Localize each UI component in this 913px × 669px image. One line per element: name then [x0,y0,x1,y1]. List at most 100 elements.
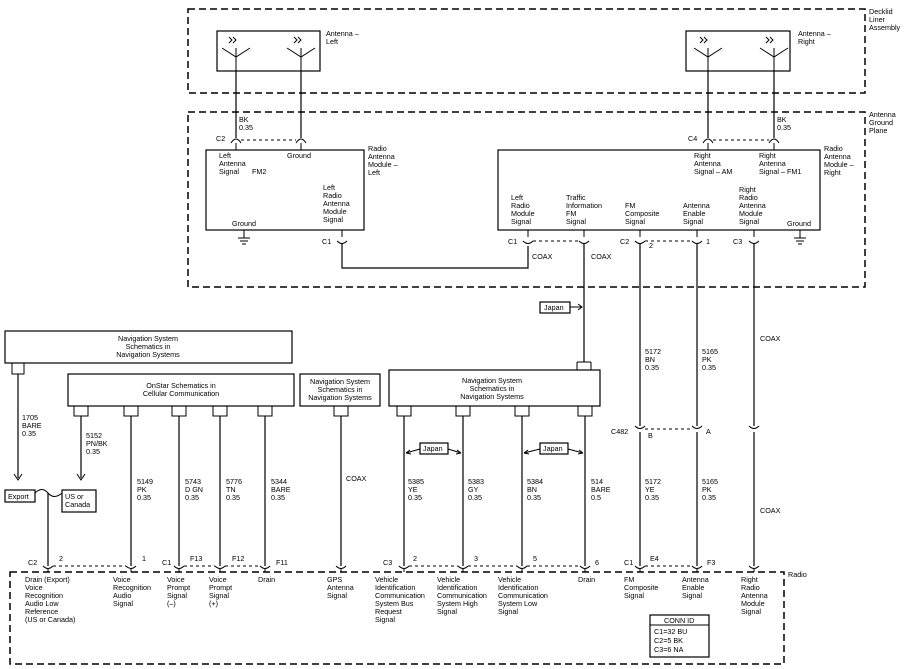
antenna-left-element-1-icon [221,36,251,70]
radio-pin-1: 1 [142,554,146,563]
connector-pin-1: 1 [706,237,710,246]
antenna-right-element-1-icon [693,36,723,70]
coax-label-3: COAX [760,334,781,343]
connector-c482-pin-a: A [706,427,711,436]
radio-f12: F12 [232,554,244,563]
radio-antenna-module-left [205,149,365,231]
radio-drain-2: Drain [578,575,595,584]
antenna-left-element-2-icon [286,36,316,70]
ground-symbol-icon [238,230,250,245]
radio-p2: 2 [413,554,417,563]
radio-pin-2: 2 [59,554,63,563]
antenna-ground-plane-boundary [187,111,866,288]
radio-c1-e4: C1 [624,558,633,567]
nav-schematic-box-gps [299,373,381,407]
connector-c2-right: C2 [620,237,629,246]
radio-drain-1: Drain [258,575,275,584]
export-tag [4,489,36,503]
coax-label-4: COAX [760,506,781,515]
module-left-ground-top: Ground [287,151,311,160]
connector-c1-left: C1 [322,237,331,246]
ground-symbol-right-icon [794,230,806,245]
connector-c2-left: C2 [216,134,225,143]
connector-c3-right: C3 [733,237,742,246]
radio-p5: 5 [533,554,537,563]
nav-schematic-box-mid [388,369,601,407]
radio-boundary [9,571,785,665]
onstar-schematic-box [67,373,295,407]
japan-tag-3 [539,442,569,455]
radio-e4: E4 [650,554,659,563]
radio-f11: F11 [276,558,288,567]
decklid-liner-assembly-boundary [187,8,866,94]
antenna-left-box [216,30,321,72]
radio-f3: F3 [707,558,715,567]
coax-link-left-to-right-module [341,244,529,269]
japan-tag-2 [419,442,449,455]
coax-gps-label: COAX [346,474,367,483]
svg-text:Japan: Japan [423,444,443,453]
antenna-right-label: Antenna –Right [798,29,831,46]
radio-p3: 3 [474,554,478,563]
radio-conn-c3: C3 [383,558,392,567]
us-canada-tag [61,489,97,513]
radio-f13: F13 [190,554,202,563]
coax-label-2: COAX [591,252,612,261]
module-left-ground-bottom: Ground [232,219,256,228]
nav-schematic-box-top [4,330,293,364]
connector-c1-right: C1 [508,237,517,246]
svg-text:Japan: Japan [543,444,563,453]
connector-c482-pin-b: B [648,431,653,440]
antenna-right-element-2-icon [759,36,789,70]
radio-title: Radio [788,570,807,579]
conn-id-box [649,614,710,658]
connector-c4-right: C4 [688,134,697,143]
module-left-fm2: FM2 [252,167,266,176]
radio-p6: 6 [595,558,599,567]
conn-id-title: CONN ID [664,616,694,625]
antenna-left-label: Antenna –Left [326,29,359,46]
